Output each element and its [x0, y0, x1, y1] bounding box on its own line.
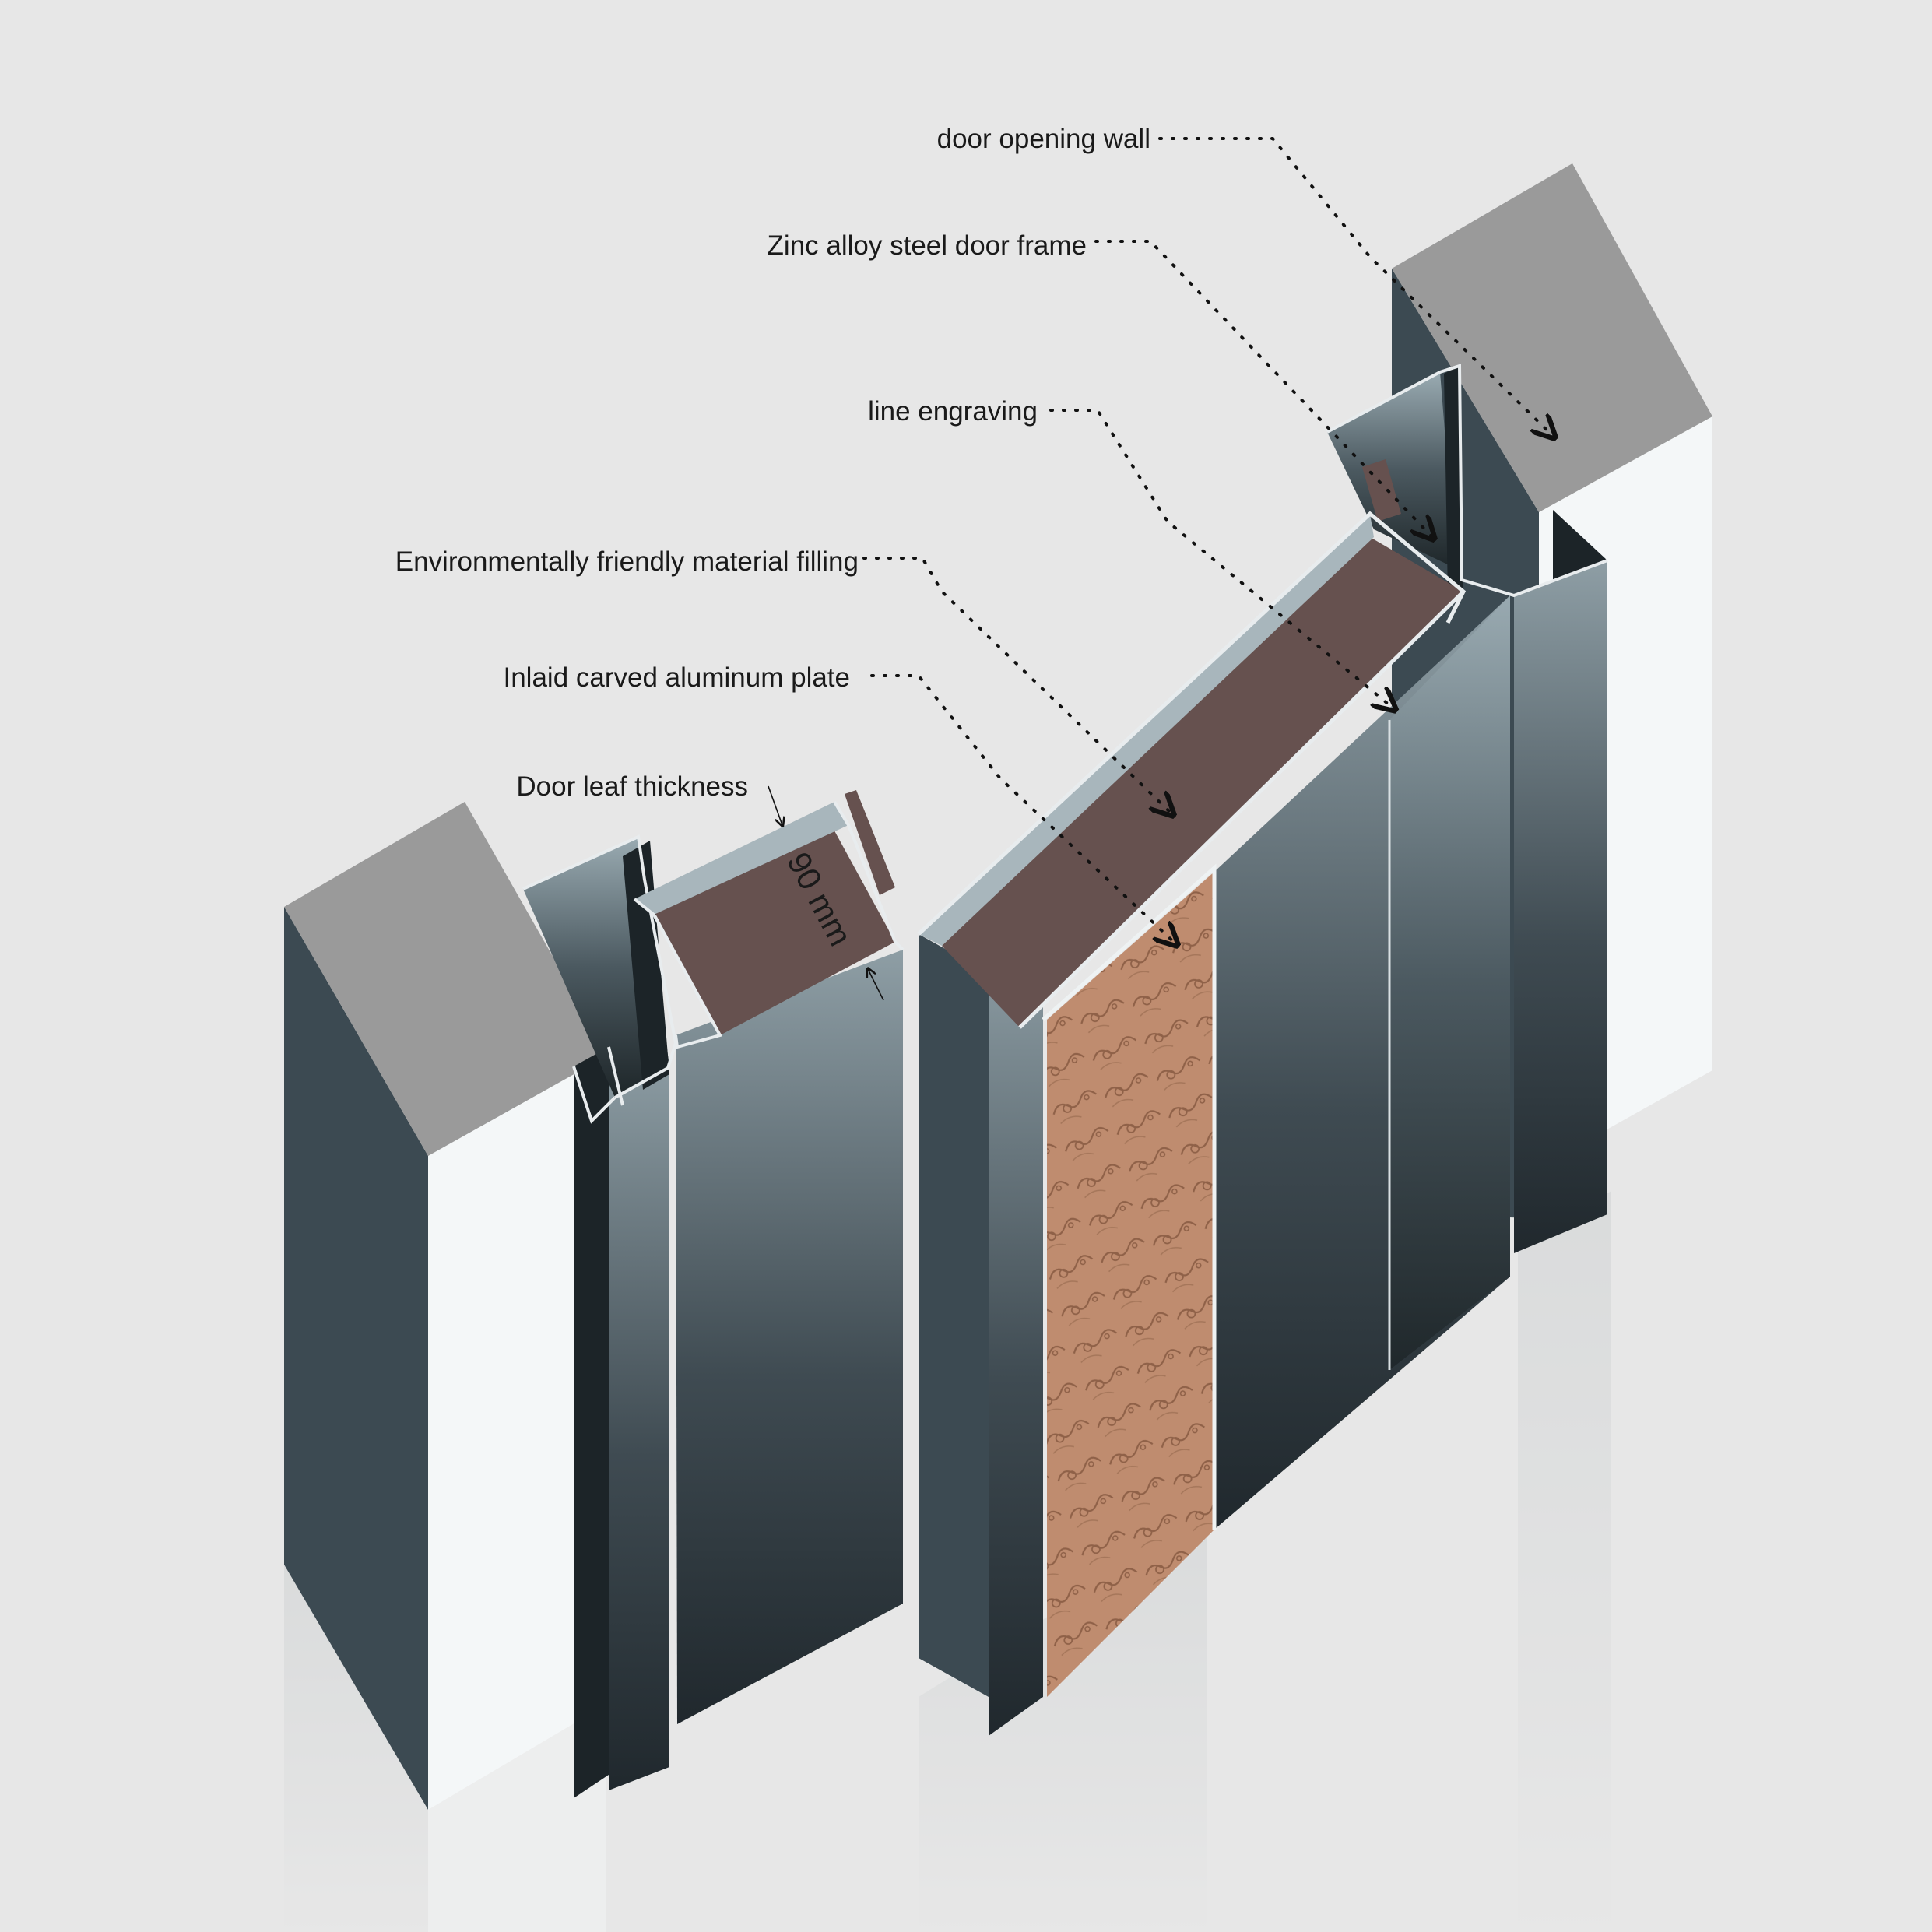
- label-line-engraving: line engraving: [868, 396, 1038, 427]
- label-door-opening-wall: door opening wall: [937, 124, 1150, 154]
- callout-labels: door opening wall Zinc alloy steel door …: [395, 124, 1150, 802]
- label-material-filling: Environmentally friendly material fillin…: [395, 546, 859, 577]
- inlaid-carved-aluminum-plate: [1047, 872, 1214, 1697]
- label-door-leaf-thickness: Door leaf thickness: [516, 771, 748, 802]
- right-door-frame: [1326, 364, 1608, 1253]
- floor-reflections: [284, 1191, 1611, 1932]
- main-door-leaf: [917, 511, 1510, 1736]
- left-door-opening-wall: [284, 802, 609, 1810]
- left-door-leaf: 90 mm: [633, 785, 905, 1724]
- label-zinc-alloy-frame: Zinc alloy steel door frame: [768, 230, 1087, 261]
- left-door-frame: [522, 834, 678, 1798]
- label-aluminum-plate: Inlaid carved aluminum plate: [503, 662, 850, 693]
- leader-arrow: [1158, 137, 1553, 436]
- leader-arrow: [862, 557, 1171, 813]
- leader-arrow: [1094, 240, 1432, 537]
- leader-arrow: [870, 674, 1175, 943]
- dimension-arrow: [868, 969, 884, 1001]
- dimension-arrow: [768, 785, 782, 825]
- leader-arrow: [1049, 409, 1393, 708]
- leader-lines: [862, 137, 1553, 943]
